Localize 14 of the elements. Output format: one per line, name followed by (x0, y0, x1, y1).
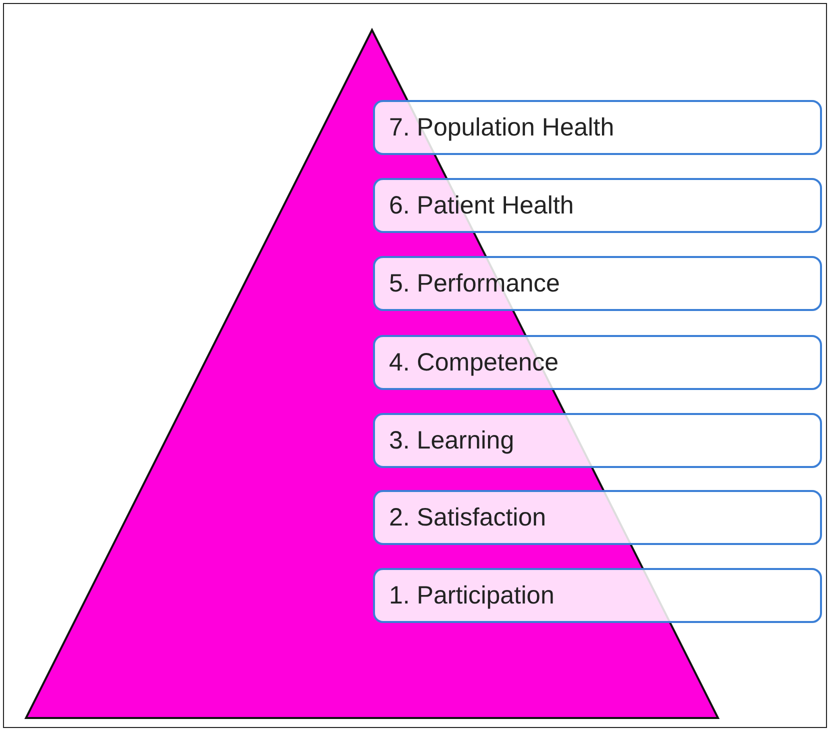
level-label: 1. Participation (389, 581, 554, 610)
level-label: 2. Satisfaction (389, 503, 546, 532)
level-box (373, 490, 822, 545)
level-label: 7. Population Health (389, 113, 614, 142)
level-box (373, 413, 822, 468)
level-box (373, 568, 822, 623)
level-box (373, 256, 822, 311)
level-box (373, 335, 822, 390)
level-label: 3. Learning (389, 426, 514, 455)
level-label: 6. Patient Health (389, 191, 574, 220)
level-box (373, 100, 822, 155)
level-label: 5. Performance (389, 269, 560, 298)
level-label: 4. Competence (389, 348, 559, 377)
level-box (373, 178, 822, 233)
